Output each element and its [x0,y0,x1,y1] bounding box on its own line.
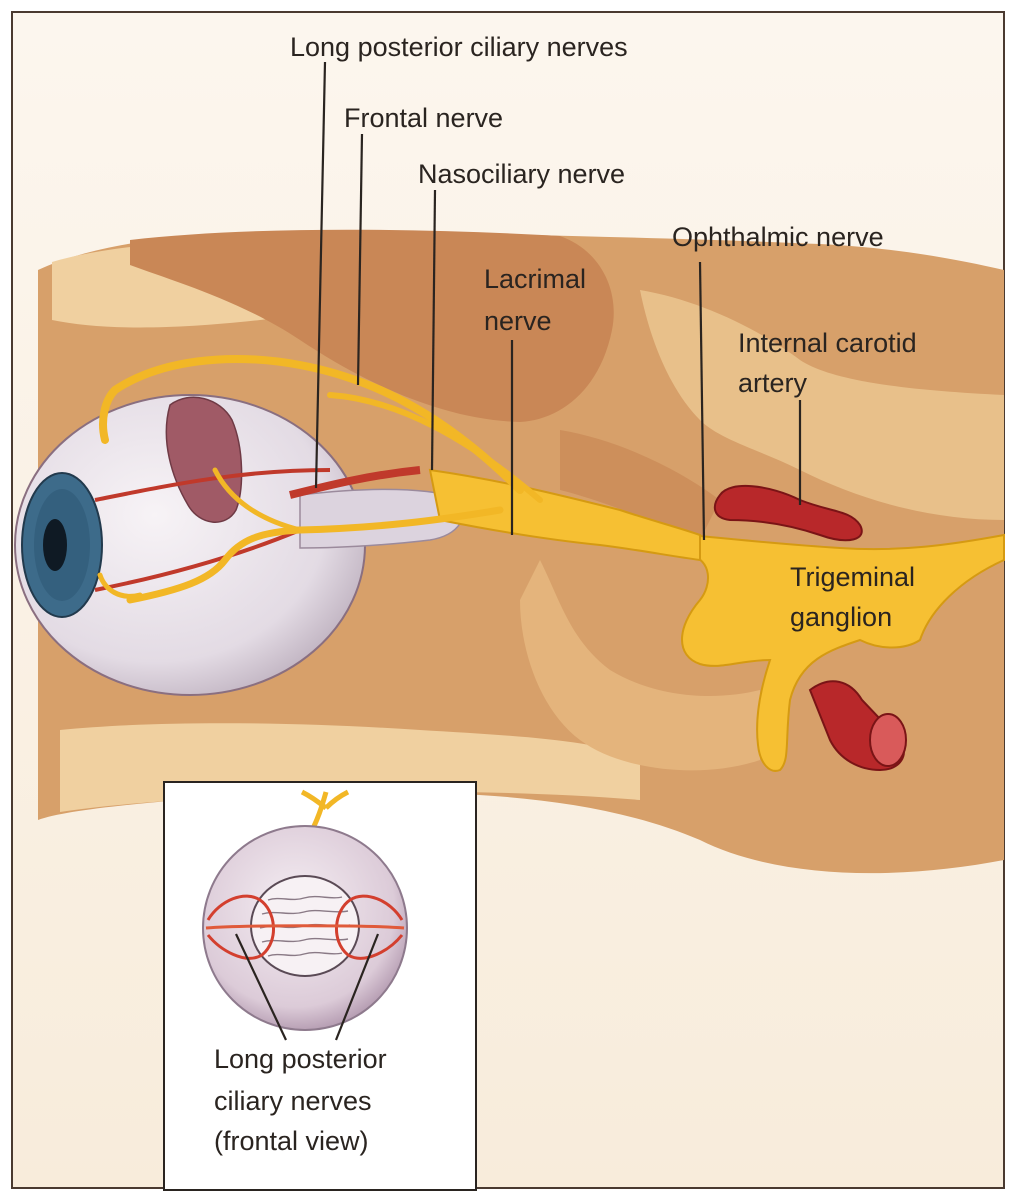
lower-ciliary-branch [97,572,143,599]
label-internal-carotid-line1: Internal carotid [738,328,917,358]
inset-leader-left [235,933,287,1041]
inset-nerve-band [205,924,405,930]
roof-soft-tissue [130,229,614,422]
leader-long-posterior-ciliary [314,61,327,489]
inset-caption-line3: (frontal view) [214,1126,369,1156]
lacrimal-gland [165,396,243,523]
temporal-fold [560,430,720,540]
ciliary-artery-upper [94,468,331,502]
nerve-branches [97,355,543,604]
frontal-nerve-branch [99,355,524,494]
middle-fossa-bone [640,290,1004,520]
carotid-cut-end [869,713,907,767]
internal-carotid-artery-loop [713,484,863,542]
inset-caption-line2: ciliary nerves [214,1086,372,1116]
lacrimal-nerve-branch [327,392,543,503]
pupil [43,519,67,571]
sphenoid-region [520,560,760,771]
label-ophthalmic-nerve: Ophthalmic nerve [672,222,884,252]
long-ciliary-nerve-branch [212,467,303,533]
leader-nasociliary-nerve [430,189,437,471]
ophthalmic-artery [289,466,421,499]
ophthalmic-nerve-trunk [428,468,701,562]
frontal-view-inset: Long posterior ciliary nerves (frontal v… [163,781,477,1191]
inset-leader-right [334,933,380,1041]
leader-frontal-nerve [356,133,364,386]
label-frontal-nerve: Frontal nerve [344,103,503,133]
label-lacrimal-line2: nerve [484,306,552,336]
label-trigeminal-line1: Trigeminal [790,562,915,592]
trigeminal-ganglion [681,533,1005,772]
label-long-posterior-ciliary-nerves: Long posterior ciliary nerves [290,32,628,62]
ciliary-artery-lower [94,528,301,592]
label-trigeminal-line2: ganglion [790,602,892,632]
leader-ophthalmic-nerve [698,261,706,541]
label-internal-carotid-line2: artery [738,368,808,398]
inset-caption-line1: Long posterior [214,1044,387,1074]
nasociliary-nerve-branch [126,506,504,604]
leader-lines [314,61,802,541]
label-nasociliary-nerve: Nasociliary nerve [418,159,625,189]
label-lacrimal-line1: Lacrimal [484,264,586,294]
